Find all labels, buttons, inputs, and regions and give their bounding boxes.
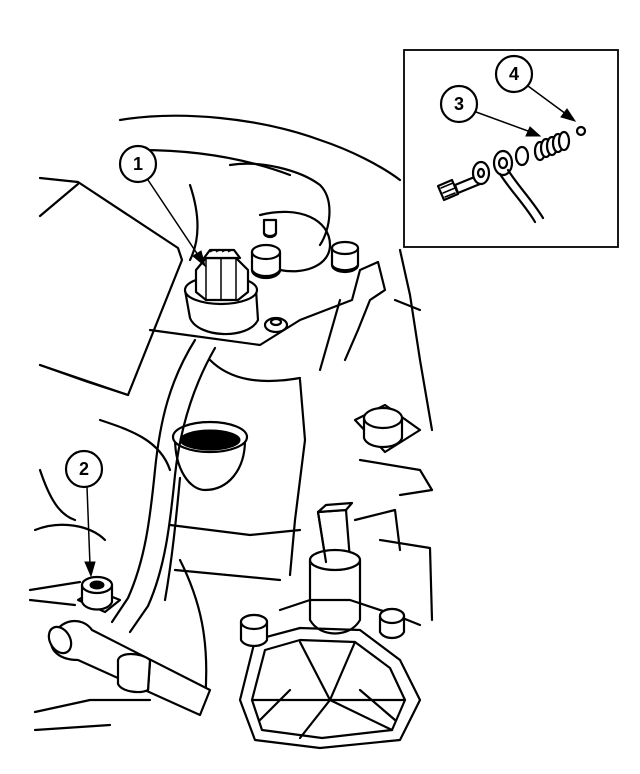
callout-4: 4 — [494, 54, 577, 122]
shift-shaft — [308, 501, 362, 635]
callout-4-circle — [494, 54, 534, 94]
oil-pipe — [47, 338, 217, 717]
callout-2-leader — [86, 486, 91, 566]
inset-washer-1-hole — [476, 167, 486, 179]
callout-3-label: 3 — [454, 94, 464, 114]
open-bore — [163, 420, 249, 602]
inset-check-ball — [575, 125, 587, 137]
callout-1: 1 — [118, 144, 206, 268]
inset-washer-2 — [514, 145, 530, 167]
cover-bolts — [250, 218, 360, 334]
callout-2-circle — [64, 449, 104, 489]
inset-bolt — [436, 174, 482, 202]
callout-1-label: 1 — [133, 154, 143, 174]
right-bolt-boss — [353, 403, 422, 454]
callout-1-circle — [118, 144, 158, 184]
banjo-fitting-top — [183, 248, 260, 336]
callout-3-circle — [439, 84, 479, 124]
lower-bracket — [238, 598, 422, 750]
inset-spring — [533, 130, 571, 162]
callout-2-arrowhead — [84, 561, 96, 578]
callout-2: 2 — [64, 449, 104, 578]
callout-1-arrowhead — [192, 250, 206, 268]
callout-3-arrowhead — [525, 126, 542, 137]
callout-3-leader — [475, 111, 529, 132]
callout-4-leader — [527, 85, 567, 115]
engine-body — [28, 114, 434, 732]
callout-4-label: 4 — [509, 64, 519, 84]
callout-4-arrowhead — [560, 108, 577, 122]
callout-2-label: 2 — [79, 459, 89, 479]
lower-banjo-bolt — [76, 575, 122, 614]
callout-3: 3 — [439, 84, 542, 137]
callout-1-leader — [147, 179, 201, 259]
